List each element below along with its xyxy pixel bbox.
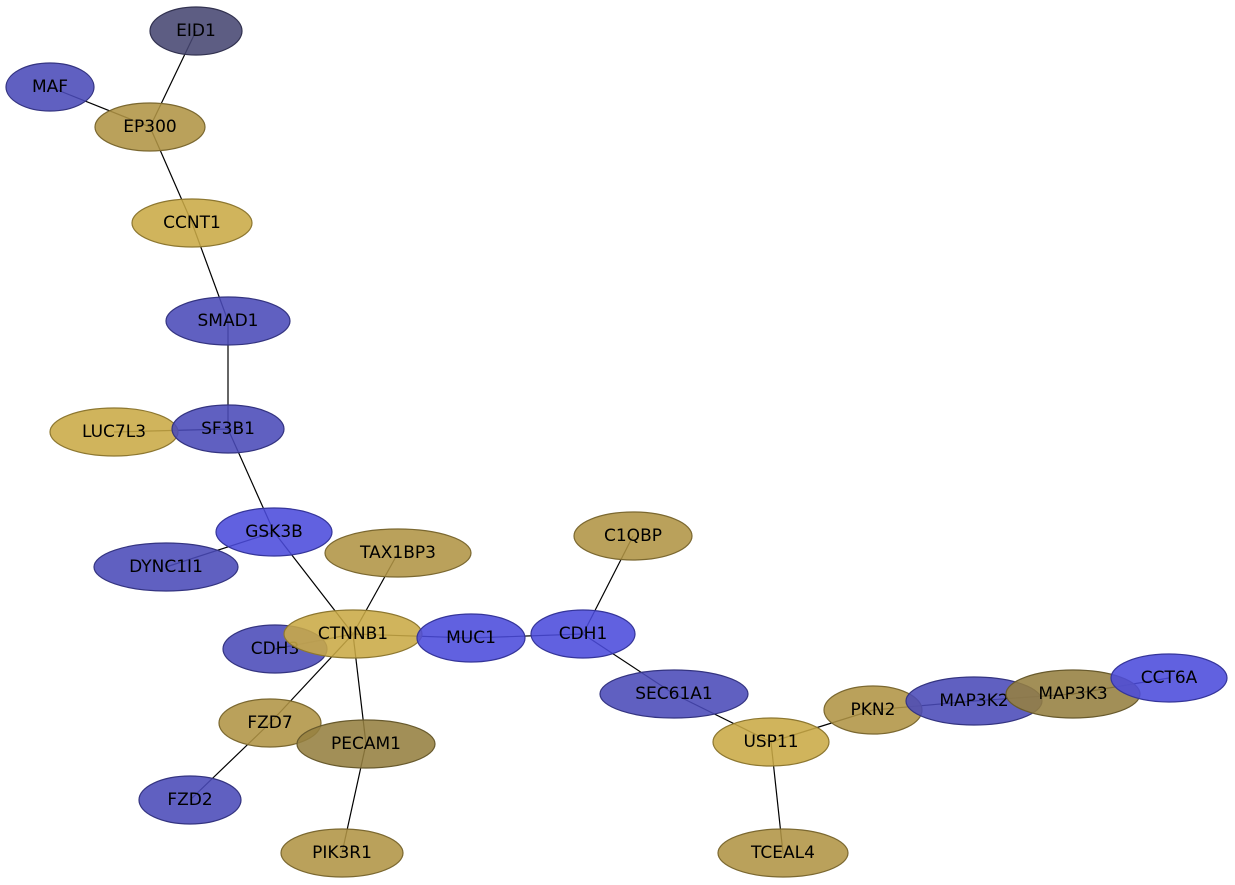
node-ellipse <box>149 6 243 56</box>
node-tax1bp3[interactable]: TAX1BP3 <box>324 528 472 578</box>
node-ellipse <box>218 698 322 748</box>
node-map3k3[interactable]: MAP3K3 <box>1005 669 1141 719</box>
node-luc7l3[interactable]: LUC7L3 <box>49 407 179 457</box>
node-ellipse <box>573 511 693 561</box>
node-label: SMAD1 <box>198 311 259 331</box>
node-label: FZD2 <box>167 790 212 810</box>
node-eid1[interactable]: EID1 <box>149 6 243 56</box>
node-label: MAP3K3 <box>1038 684 1107 704</box>
node-usp11[interactable]: USP11 <box>712 717 830 767</box>
node-maf[interactable]: MAF <box>5 62 95 112</box>
node-ctnnb1[interactable]: CTNNB1 <box>283 609 423 659</box>
node-cdh1[interactable]: CDH1 <box>530 609 636 659</box>
node-ellipse <box>530 609 636 659</box>
node-gsk3b[interactable]: GSK3B <box>215 507 333 557</box>
node-muc1[interactable]: MUC1 <box>416 613 526 663</box>
node-ellipse <box>93 542 239 592</box>
node-ellipse <box>324 528 472 578</box>
node-ellipse <box>280 828 404 878</box>
node-ellipse <box>416 613 526 663</box>
node-cct6a[interactable]: CCT6A <box>1110 653 1228 703</box>
node-label: TAX1BP3 <box>359 543 436 563</box>
node-sec61a1[interactable]: SEC61A1 <box>599 669 749 719</box>
node-label: SF3B1 <box>201 419 255 439</box>
node-label: CCT6A <box>1141 668 1198 688</box>
node-ellipse <box>171 404 285 454</box>
node-ellipse <box>599 669 749 719</box>
node-label: PECAM1 <box>331 734 401 754</box>
node-label: CDH1 <box>559 624 608 644</box>
node-label: EID1 <box>176 21 216 41</box>
node-label: MUC1 <box>446 628 496 648</box>
node-label: CDH3 <box>251 639 300 659</box>
node-label: DYNC1I1 <box>129 557 203 577</box>
node-label: SEC61A1 <box>635 684 712 704</box>
node-sf3b1[interactable]: SF3B1 <box>171 404 285 454</box>
node-label: C1QBP <box>604 526 662 546</box>
node-ellipse <box>165 296 291 346</box>
node-ellipse <box>1110 653 1228 703</box>
node-fzd2[interactable]: FZD2 <box>138 775 242 825</box>
node-label: FZD7 <box>247 713 292 733</box>
node-label: CCNT1 <box>163 213 221 233</box>
node-c1qbp[interactable]: C1QBP <box>573 511 693 561</box>
node-label: MAF <box>32 77 68 97</box>
node-label: GSK3B <box>245 522 303 542</box>
node-ellipse <box>94 102 206 152</box>
node-ellipse <box>215 507 333 557</box>
node-label: PKN2 <box>851 700 896 720</box>
node-smad1[interactable]: SMAD1 <box>165 296 291 346</box>
node-tceal4[interactable]: TCEAL4 <box>717 828 849 878</box>
node-label: PIK3R1 <box>312 843 372 863</box>
node-label: MAP3K2 <box>939 691 1008 711</box>
node-pik3r1[interactable]: PIK3R1 <box>280 828 404 878</box>
node-pecam1[interactable]: PECAM1 <box>296 719 436 769</box>
node-ellipse <box>138 775 242 825</box>
node-label: CTNNB1 <box>318 624 388 644</box>
node-ellipse <box>717 828 849 878</box>
node-label: EP300 <box>123 117 176 137</box>
node-ellipse <box>296 719 436 769</box>
node-ellipse <box>5 62 95 112</box>
node-label: TCEAL4 <box>750 843 815 863</box>
node-ellipse <box>131 198 253 248</box>
node-ccnt1[interactable]: CCNT1 <box>131 198 253 248</box>
node-ep300[interactable]: EP300 <box>94 102 206 152</box>
node-pkn2[interactable]: PKN2 <box>823 685 923 735</box>
node-dync1i1[interactable]: DYNC1I1 <box>93 542 239 592</box>
node-fzd7[interactable]: FZD7 <box>218 698 322 748</box>
node-ellipse <box>712 717 830 767</box>
node-label: LUC7L3 <box>82 422 146 442</box>
node-label: USP11 <box>743 732 798 752</box>
